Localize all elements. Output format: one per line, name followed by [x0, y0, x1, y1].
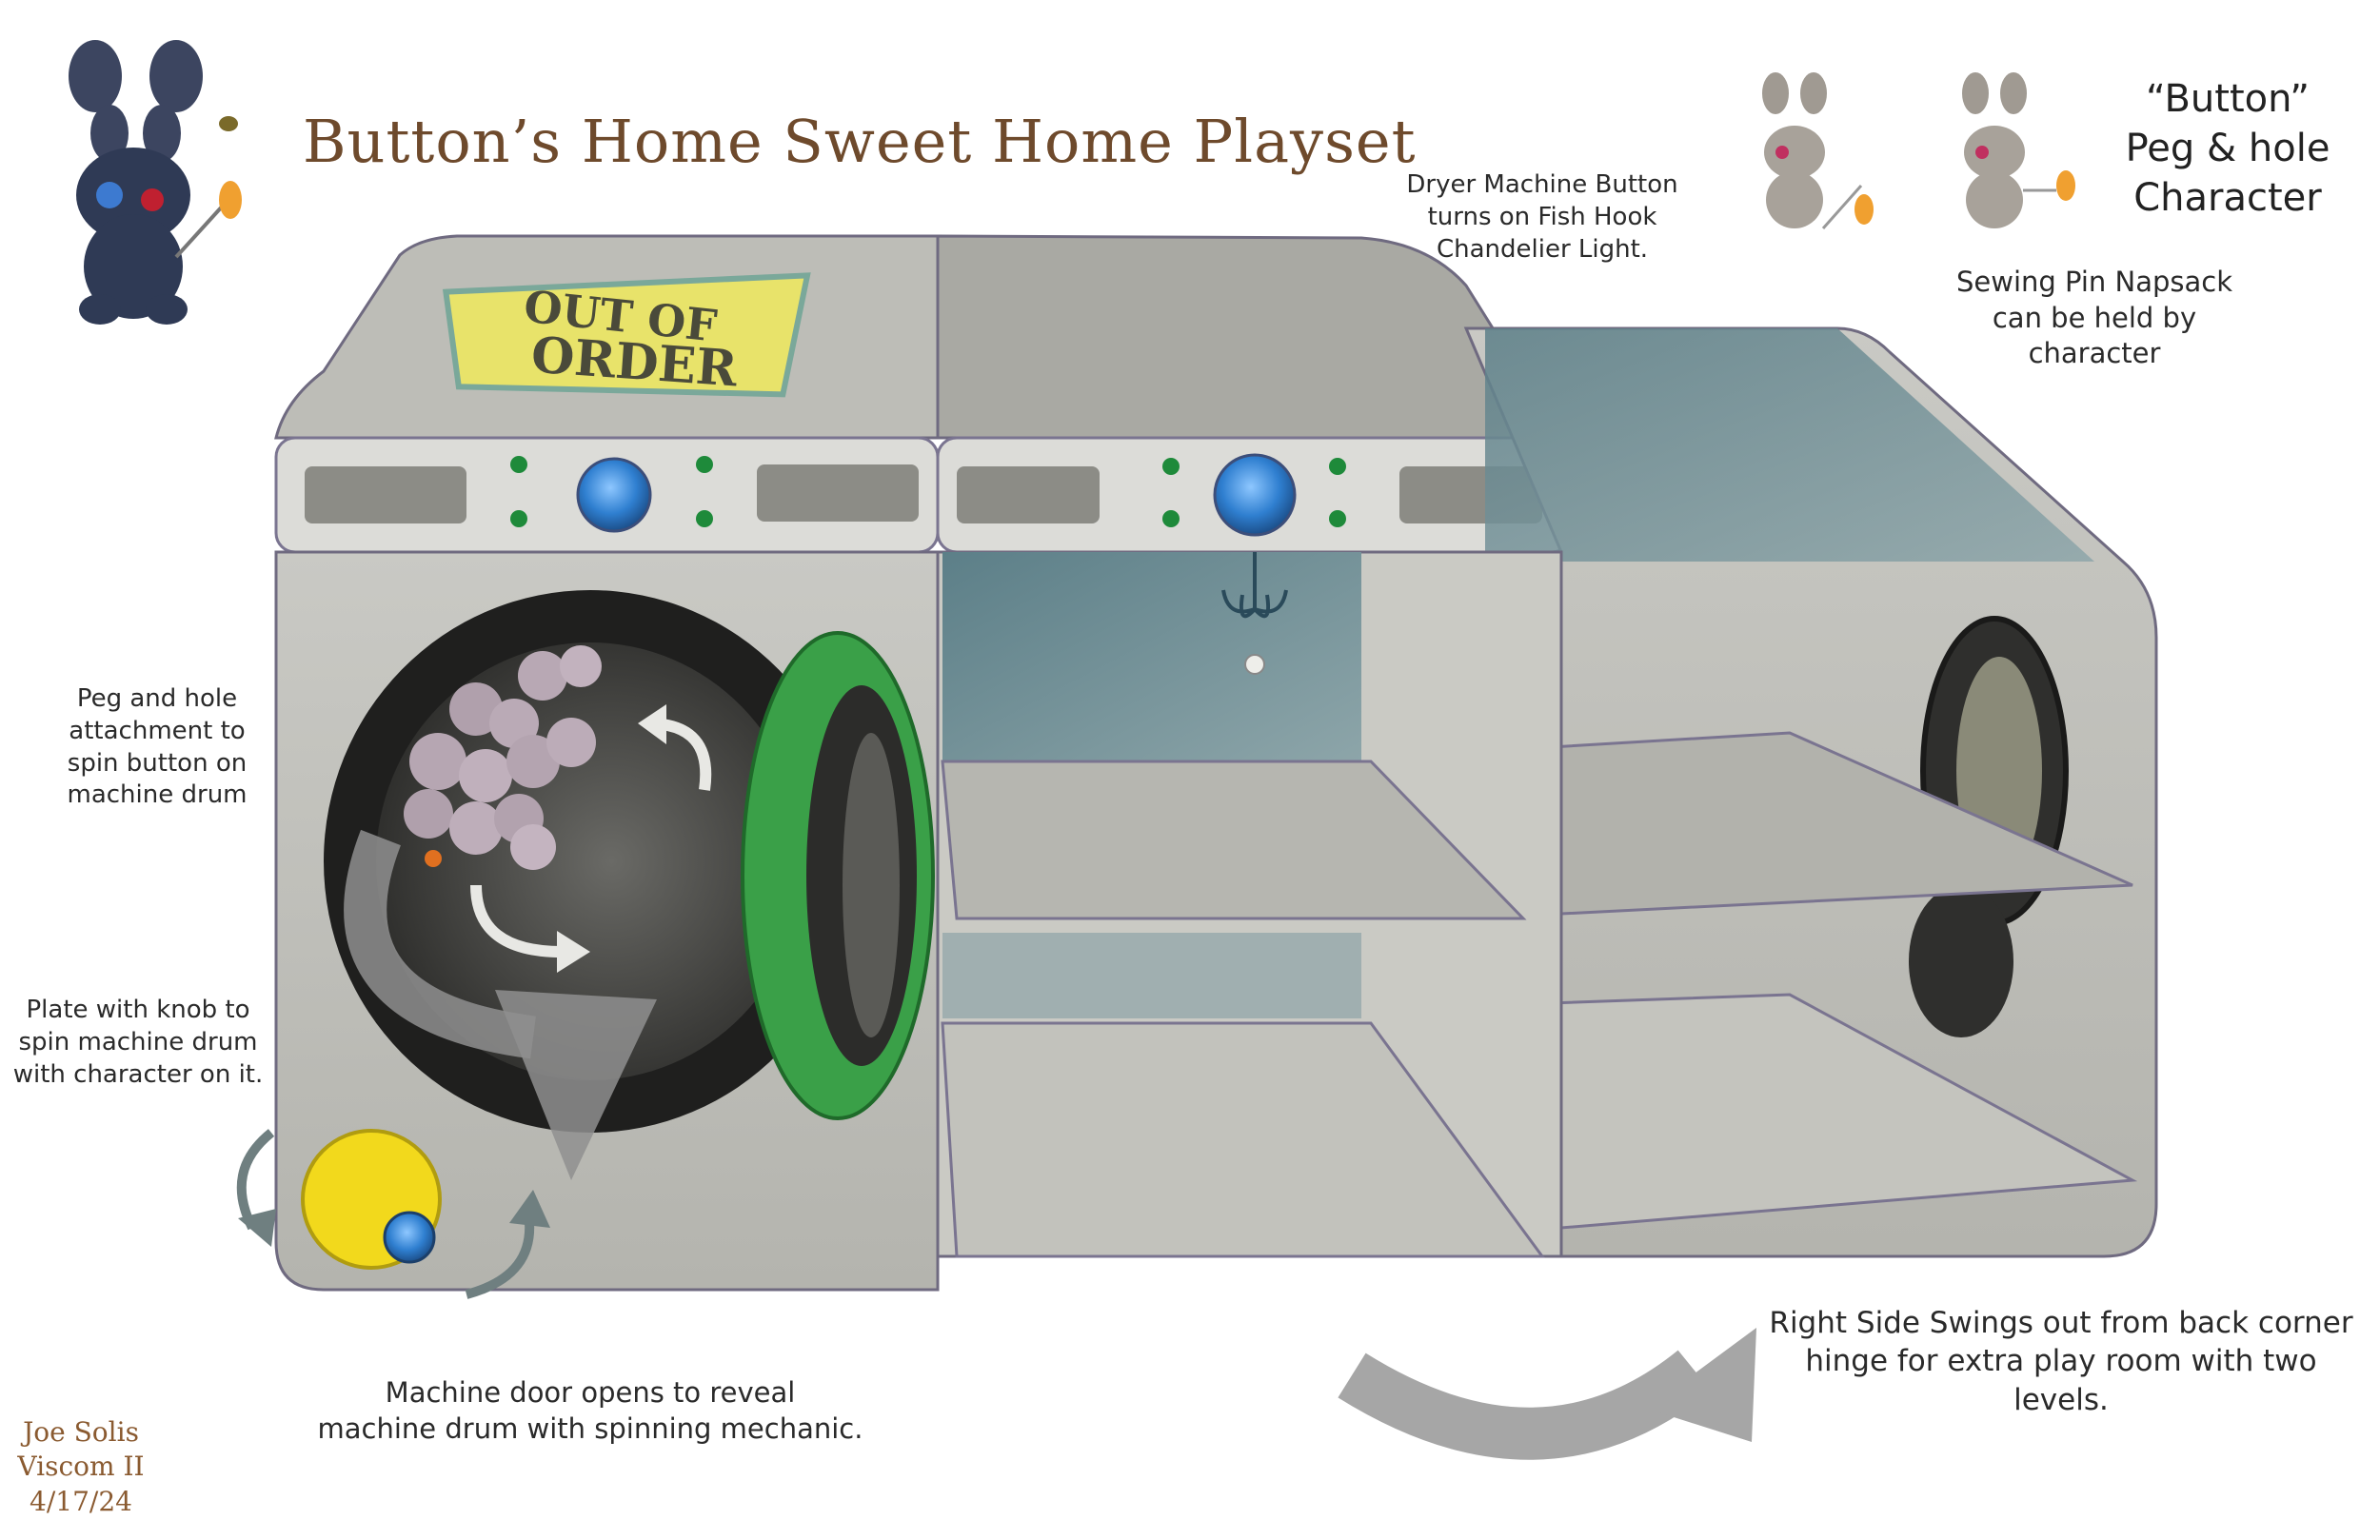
plate-rotation-arrows: [236, 1129, 550, 1299]
door-note: Machine door opens to reveal machine dru…: [317, 1376, 863, 1445]
character-label: “Button” Peg & hole Character: [2125, 77, 2330, 220]
button-character-small-2: [1962, 72, 2075, 228]
out-of-order-sign: OUT OF ORDER: [442, 272, 811, 399]
swing-out-section: [1386, 326, 2158, 1258]
washer-door: [741, 631, 935, 1120]
fish-hook-chandelier: [1221, 552, 1288, 675]
plate-knob-note: Plate with knob to spin machine drum wit…: [12, 996, 264, 1089]
sign-line-2: ORDER: [529, 326, 740, 399]
drum-swing-arrow: [344, 829, 657, 1180]
dryer-button-note: Dryer Machine Button turns on Fish Hook …: [1406, 170, 1678, 264]
dryer-top: [936, 234, 1564, 440]
washer-control-panel: [274, 436, 940, 554]
right-side-note: Right Side Swings out from back corner h…: [1769, 1306, 2353, 1417]
swing-out-arrow: [1338, 1328, 1756, 1460]
button-character-small-1: [1762, 72, 1874, 229]
napsack-note: Sewing Pin Napsack can be held by charac…: [1955, 266, 2233, 370]
characters-in-drum: [404, 645, 602, 870]
spin-plate-knob: [301, 1129, 442, 1270]
dryer-compartment: [936, 550, 1563, 1258]
peg-hole-note: Peg and hole attachment to spin button o…: [67, 684, 248, 810]
dryer-control-panel: [936, 436, 1573, 554]
page-title: Button’s Home Sweet Home Playset: [303, 107, 1417, 176]
artist-signature: Joe Solis Viscom II 4/17/24: [17, 1416, 145, 1517]
button-character-large: [69, 40, 242, 325]
spin-arrows: [470, 704, 712, 973]
